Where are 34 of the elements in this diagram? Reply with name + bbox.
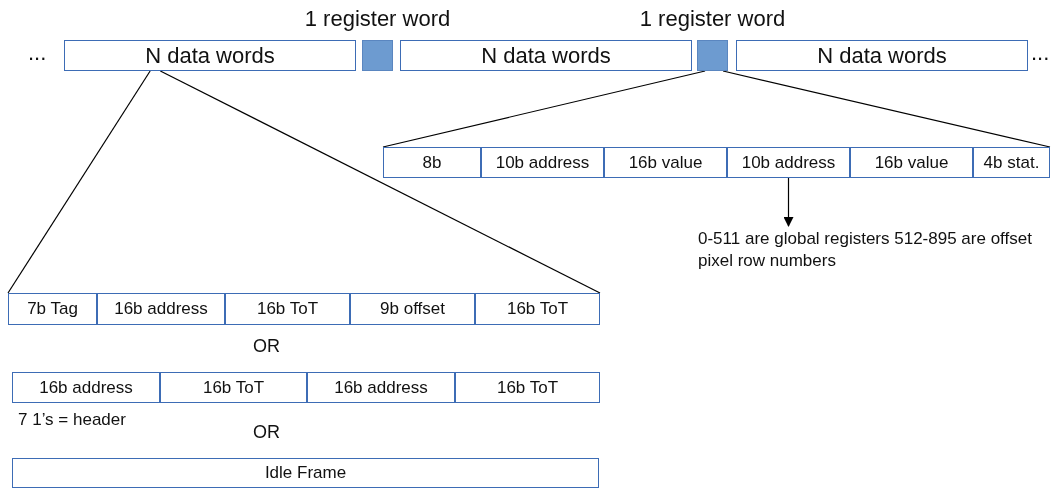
- field-box: 16b address: [12, 372, 160, 403]
- expansion-line: [722, 70, 1051, 148]
- field-box: 10b address: [481, 147, 604, 178]
- frame-box: Idle Frame: [12, 458, 599, 488]
- separator-text: OR: [253, 422, 280, 443]
- field-box: 4b stat.: [973, 147, 1050, 178]
- separator-text: OR: [253, 336, 280, 357]
- field-box: 16b address: [97, 293, 225, 325]
- field-box: 16b address: [307, 372, 455, 403]
- field-box: 7b Tag: [8, 293, 97, 325]
- field-box: 16b ToT: [225, 293, 350, 325]
- note-text: 7 1’s = header: [18, 410, 126, 430]
- expansion-line: [382, 70, 706, 148]
- ellipsis: ...: [28, 40, 47, 66]
- arrow: [783, 177, 794, 227]
- expansion-line: [159, 70, 601, 294]
- data-block: N data words: [64, 40, 356, 71]
- register-block: [362, 40, 393, 71]
- field-box: 16b ToT: [455, 372, 600, 403]
- field-box: 16b value: [850, 147, 973, 178]
- block-caption: 1 register word: [303, 6, 452, 32]
- field-box: 16b value: [604, 147, 727, 178]
- block-caption: 1 register word: [638, 6, 787, 32]
- register-block: [697, 40, 728, 71]
- field-box: 10b address: [727, 147, 850, 178]
- field-box: 16b ToT: [160, 372, 307, 403]
- note-text: 0-511 are global registers 512-895 are offset pixel row numbers: [698, 228, 1043, 272]
- data-block: N data words: [400, 40, 692, 71]
- expansion-line: [7, 70, 151, 294]
- data-block: N data words: [736, 40, 1028, 71]
- field-box: 8b: [383, 147, 481, 178]
- field-box: 16b ToT: [475, 293, 600, 325]
- field-box: 9b offset: [350, 293, 475, 325]
- ellipsis: ...: [1031, 40, 1050, 66]
